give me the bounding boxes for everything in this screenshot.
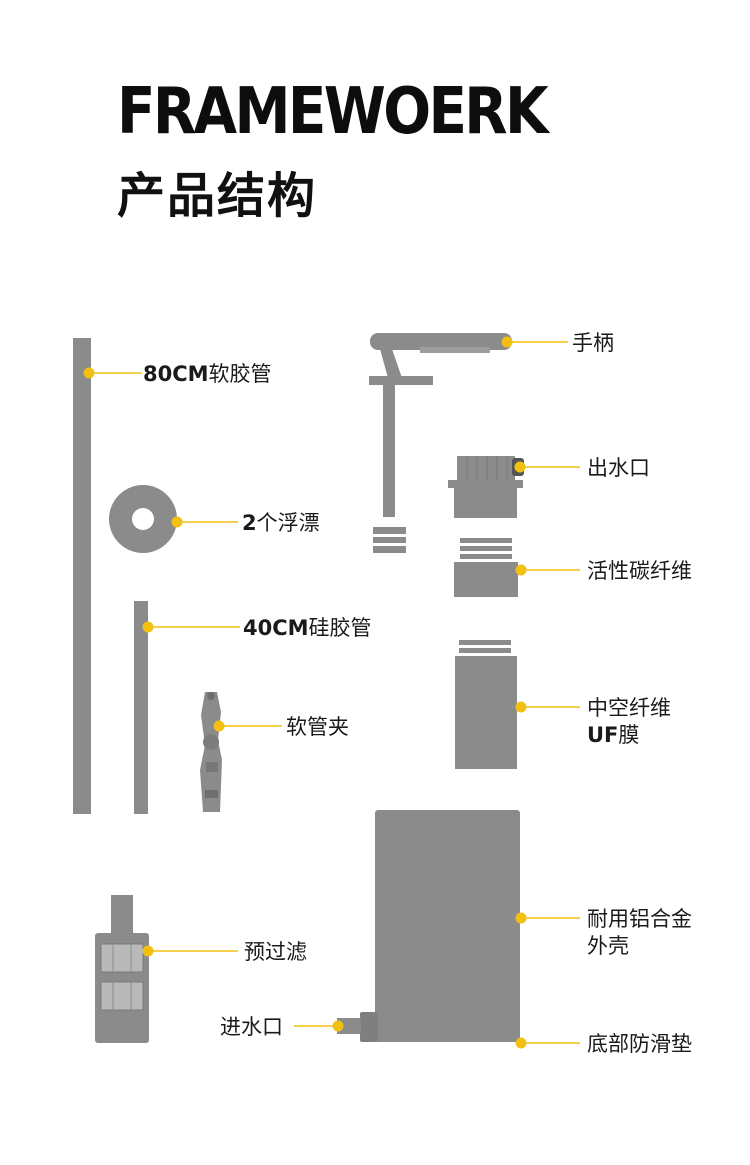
dot-outlet: [514, 461, 526, 473]
label-inlet: 进水口: [220, 1015, 283, 1039]
dot-shell: [515, 912, 527, 924]
label-shell-line1: 耐用铝合金: [587, 907, 692, 931]
dot-carbon: [515, 564, 527, 576]
label-hose-80cm-length: 80CM: [143, 362, 209, 386]
dot-handle: [501, 336, 513, 348]
title-chinese: 产品结构: [117, 168, 318, 224]
outlet-cap: [448, 456, 524, 518]
label-uf-text: 膜: [618, 723, 640, 748]
handle: [369, 333, 512, 553]
dot-hose40: [142, 621, 154, 633]
label-float-count: 2: [242, 511, 257, 535]
label-shell-line2: 外壳: [587, 934, 629, 959]
label-pad: 底部防滑垫: [587, 1032, 692, 1056]
label-outlet: 出水口: [587, 456, 650, 480]
label-hose-80cm: 80CM软胶管: [143, 361, 272, 388]
label-uf-membrane: 中空纤维 UF膜: [587, 695, 671, 750]
label-prefilter: 预过滤: [244, 940, 307, 964]
label-hose-40cm: 40CM硅胶管: [243, 615, 372, 642]
hose-clamp: [200, 692, 222, 812]
float: [109, 485, 177, 553]
label-handle: 手柄: [572, 331, 614, 355]
dot-hose80: [83, 367, 95, 379]
dot-float: [171, 516, 183, 528]
dot-clamp: [213, 720, 225, 732]
aluminum-shell: [337, 810, 520, 1042]
label-float: 2个浮漂: [242, 510, 320, 537]
label-uf-line1: 中空纤维: [587, 696, 671, 720]
dot-prefilter: [142, 945, 154, 957]
label-shell: 耐用铝合金 外壳: [587, 906, 692, 961]
label-hose-40cm-length: 40CM: [243, 616, 309, 640]
uf-membrane-cartridge: [455, 640, 517, 769]
label-hose-80cm-text: 软胶管: [208, 362, 272, 386]
dot-pad: [515, 1037, 527, 1049]
dot-inlet: [332, 1020, 344, 1032]
carbon-fiber-cartridge: [454, 538, 518, 597]
dot-uf: [515, 701, 527, 713]
title-english: FRAMEWOERK: [117, 75, 549, 149]
label-uf-bold: UF: [587, 723, 619, 748]
label-hose-40cm-text: 硅胶管: [308, 616, 372, 640]
label-carbon: 活性碳纤维: [587, 559, 692, 583]
prefilter: [95, 895, 149, 1043]
accent-dots: [83, 336, 527, 1049]
label-clamp: 软管夹: [286, 715, 349, 739]
hose-40cm: [134, 601, 148, 814]
hose-80cm: [73, 338, 91, 814]
leader-lines: [89, 341, 580, 1044]
label-uf-line2: UF膜: [587, 722, 671, 749]
label-float-text: 个浮漂: [256, 511, 320, 535]
